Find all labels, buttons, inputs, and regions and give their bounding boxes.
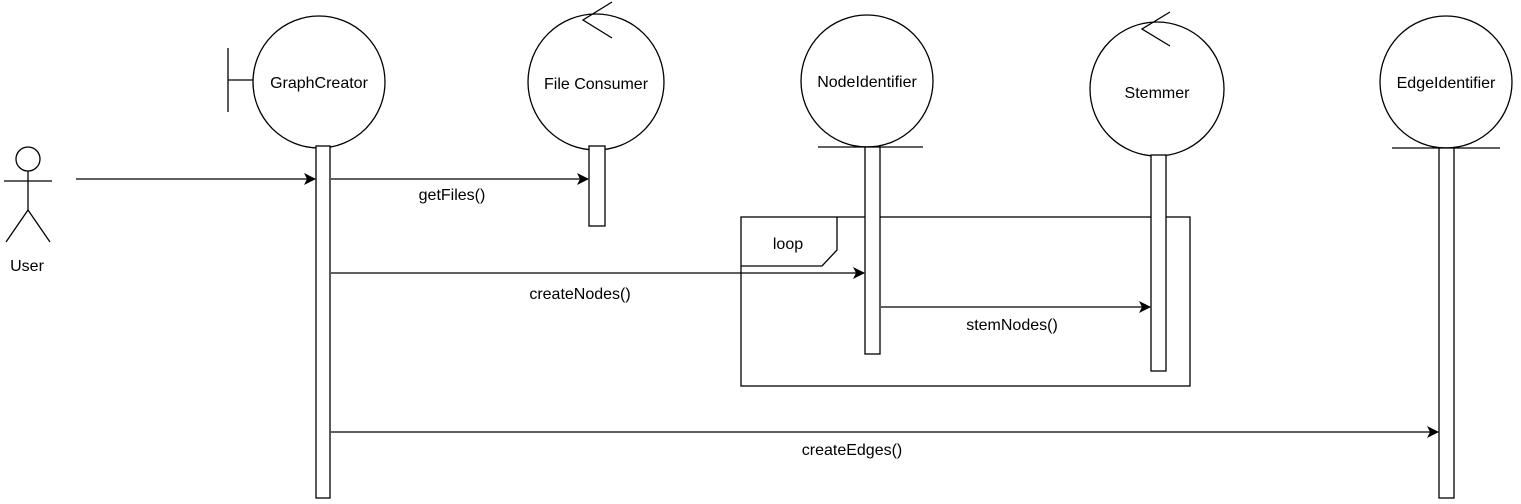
participant-graph-creator: GraphCreator bbox=[227, 15, 386, 499]
actor-user-label: User bbox=[10, 258, 44, 275]
loop-operator-label: loop bbox=[773, 236, 803, 253]
participant-file-consumer-label: File Consumer bbox=[544, 76, 649, 93]
activation-edge-identifier bbox=[1438, 147, 1455, 499]
participant-node-identifier-label: NodeIdentifier bbox=[817, 74, 917, 91]
message-create-nodes: createNodes() bbox=[331, 267, 865, 303]
message-stem-nodes: stemNodes() bbox=[881, 301, 1151, 334]
participant-stemmer-label: Stemmer bbox=[1125, 85, 1191, 102]
participant-graph-creator-label: GraphCreator bbox=[270, 75, 368, 92]
message-get-files: getFiles() bbox=[331, 173, 589, 204]
participant-edge-identifier: EdgeIdentifier bbox=[1379, 15, 1513, 499]
boundary-icon bbox=[227, 48, 254, 112]
message-get-files-label: getFiles() bbox=[419, 187, 486, 204]
message-create-edges: createEdges() bbox=[331, 426, 1439, 459]
loop-operator-tab bbox=[741, 217, 838, 267]
loop-frame bbox=[740, 216, 1191, 387]
control-arrow-icon bbox=[581, 1, 613, 39]
participant-node-identifier: NodeIdentifier bbox=[800, 14, 934, 355]
activation-stemmer bbox=[1150, 154, 1167, 372]
message-create-nodes-label: createNodes() bbox=[529, 286, 630, 303]
message-create-edges-label: createEdges() bbox=[802, 442, 903, 459]
participant-file-consumer: File Consumer bbox=[527, 1, 665, 227]
actor-user-icon bbox=[4, 146, 52, 243]
activation-file-consumer bbox=[588, 145, 606, 227]
message-stem-nodes-label: stemNodes() bbox=[966, 317, 1058, 334]
activation-node-identifier bbox=[864, 146, 881, 355]
control-arrow-icon bbox=[1140, 11, 1171, 47]
loop-fragment: loop bbox=[740, 216, 1191, 387]
participant-stemmer: Stemmer bbox=[1089, 11, 1225, 372]
actor-user: User bbox=[4, 146, 52, 275]
activation-graph-creator bbox=[315, 145, 331, 499]
participant-edge-identifier-label: EdgeIdentifier bbox=[1397, 75, 1496, 92]
